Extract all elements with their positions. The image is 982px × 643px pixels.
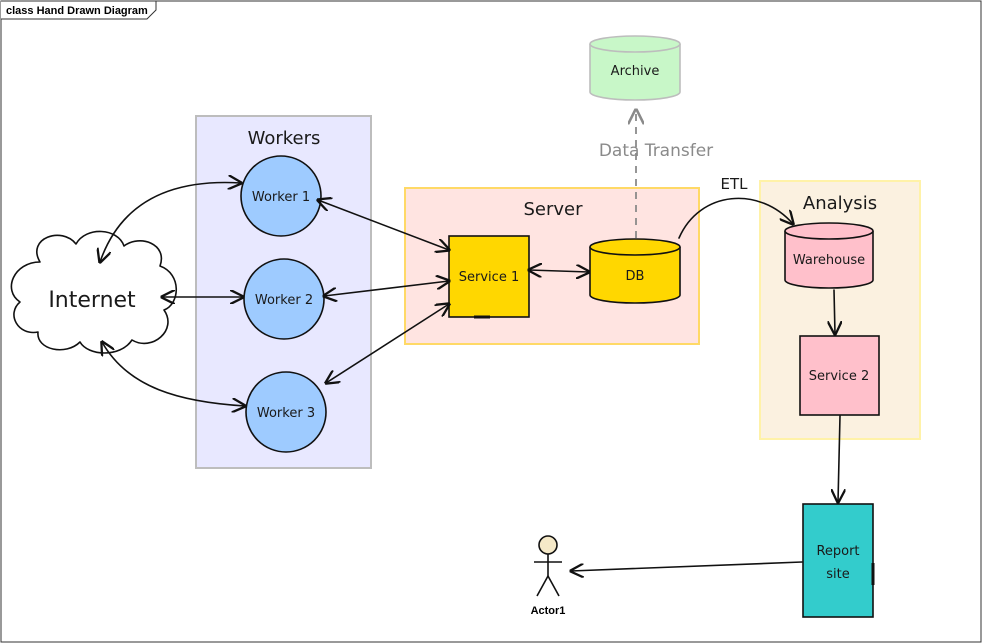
- server-group-title: Server: [523, 199, 583, 220]
- warehouse-node[interactable]: Warehouse: [784, 222, 874, 289]
- worker-1-label: Worker 1: [252, 190, 310, 205]
- report-site-label-line1: Report: [816, 544, 859, 559]
- report-site-label-line2: site: [826, 567, 849, 582]
- worker-3-label: Worker 3: [257, 406, 315, 421]
- internet-label: Internet: [48, 288, 136, 313]
- edges: Data Transfer ETL: [100, 110, 840, 571]
- analysis-group-title: Analysis: [803, 193, 877, 214]
- edge-report-actor[interactable]: [571, 561, 803, 571]
- service-2-node[interactable]: Service 2: [799, 335, 880, 416]
- edge-service2-report[interactable]: [838, 415, 840, 502]
- edge-service1-db[interactable]: [529, 270, 589, 272]
- report-site-node[interactable]: Report site: [802, 503, 875, 618]
- service-2-label: Service 2: [809, 369, 869, 384]
- data-transfer-label: Data Transfer: [599, 141, 713, 161]
- worker-3-node[interactable]: Worker 3: [245, 371, 327, 453]
- archive-label: Archive: [611, 64, 660, 79]
- edge-warehouse-service2[interactable]: [834, 289, 835, 334]
- worker-2-node[interactable]: Worker 2: [243, 258, 325, 340]
- service-1-label: Service 1: [459, 270, 519, 285]
- workers-group-title: Workers: [248, 128, 321, 149]
- archive-node[interactable]: Archive: [589, 35, 681, 101]
- frame-title: class Hand Drawn Diagram: [6, 5, 148, 17]
- worker-2-label: Worker 2: [255, 293, 313, 308]
- worker-1-node[interactable]: Worker 1: [240, 155, 322, 237]
- etl-label: ETL: [721, 175, 749, 193]
- edge-internet-worker3[interactable]: [102, 342, 245, 406]
- actor-figure[interactable]: Actor1: [531, 535, 566, 617]
- edge-worker1-service1[interactable]: [318, 200, 449, 250]
- warehouse-label: Warehouse: [793, 253, 865, 268]
- edge-worker3-service1[interactable]: [326, 304, 449, 383]
- edge-worker2-service1[interactable]: [324, 281, 449, 296]
- edge-db-warehouse[interactable]: [678, 197, 793, 239]
- db-node[interactable]: DB: [589, 238, 681, 304]
- db-label: DB: [626, 269, 645, 284]
- actor-label: Actor1: [531, 605, 566, 617]
- edge-internet-worker1[interactable]: [100, 182, 241, 262]
- internet-cloud[interactable]: Internet: [10, 230, 177, 354]
- service-1-node[interactable]: Service 1: [448, 235, 530, 319]
